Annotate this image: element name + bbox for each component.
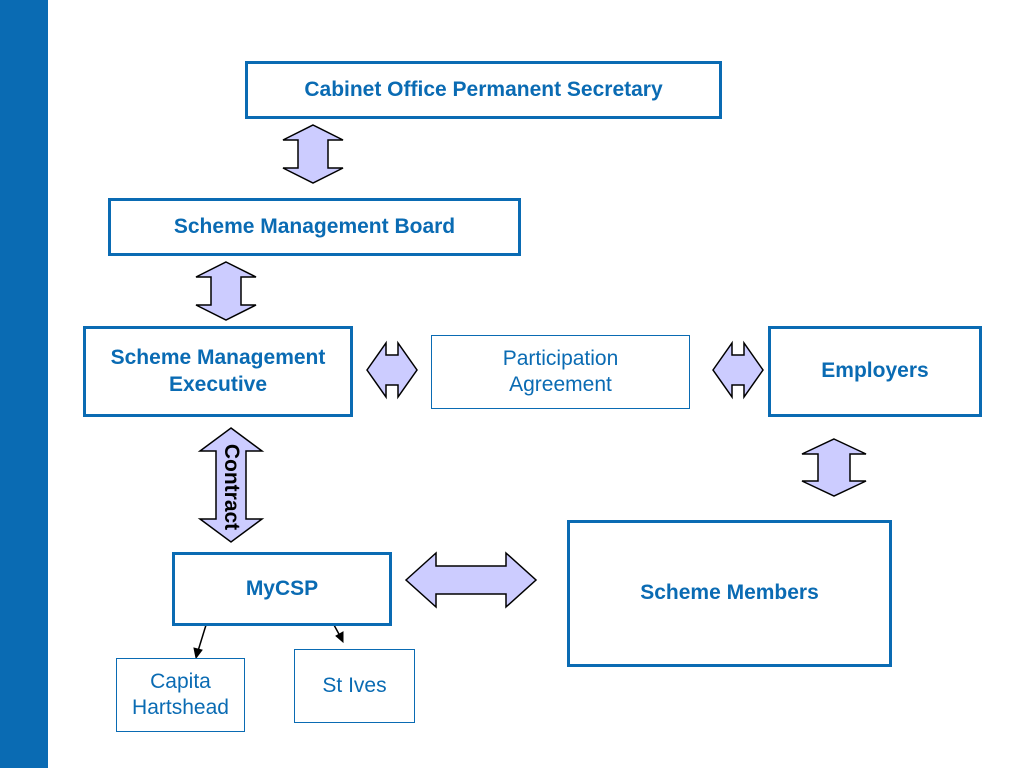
arrow-mycsp-to-stives-head — [335, 631, 344, 644]
node-mycsp: MyCSP — [172, 552, 392, 626]
node-cabinet-office-label: Cabinet Office Permanent Secretary — [304, 77, 663, 101]
contract-label-text: Contract — [220, 443, 243, 531]
arrow-cabinet-to-board — [282, 124, 344, 184]
contract-arrow — [197, 427, 265, 543]
node-participation-agreement: Participation Agreement — [431, 335, 690, 409]
arrow-mycsp-to-capita-line — [197, 624, 207, 652]
node-capita-hartshead: Capita Hartshead — [116, 658, 245, 732]
slide-side-bar — [0, 0, 48, 768]
arrow-mycsp-to-capita-head — [193, 647, 203, 660]
node-scheme-members: Scheme Members — [567, 520, 892, 667]
node-scheme-management-executive: Scheme Management Executive — [83, 326, 353, 417]
node-st-ives-label: St Ives — [322, 673, 387, 697]
node-scheme-management-executive-line2: Executive — [168, 372, 268, 396]
node-participation-agreement-line1: Participation — [502, 346, 619, 370]
node-scheme-management-board-label: Scheme Management Board — [173, 214, 456, 238]
arrow-agreement-to-employers — [712, 340, 764, 400]
node-employers-label: Employers — [821, 359, 929, 383]
node-employers: Employers — [768, 326, 982, 417]
arrow-employers-to-members — [801, 438, 867, 497]
node-scheme-management-executive-line1: Scheme Management — [110, 346, 326, 370]
contract-label: Contract — [207, 433, 255, 541]
node-capita-hartshead-line2: Hartshead — [132, 696, 229, 719]
node-scheme-members-label: Scheme Members — [640, 581, 819, 605]
node-scheme-management-board: Scheme Management Board — [108, 198, 521, 256]
node-participation-agreement-line2: Agreement — [509, 373, 612, 396]
arrow-executive-to-agreement — [366, 340, 418, 400]
node-mycsp-label: MyCSP — [245, 576, 319, 600]
node-st-ives: St Ives — [294, 649, 415, 723]
node-cabinet-office: Cabinet Office Permanent Secretary — [245, 61, 722, 119]
node-capita-hartshead-line1: Capita — [150, 669, 211, 693]
arrow-board-to-executive — [195, 261, 257, 321]
arrow-mycsp-to-members — [404, 551, 538, 609]
